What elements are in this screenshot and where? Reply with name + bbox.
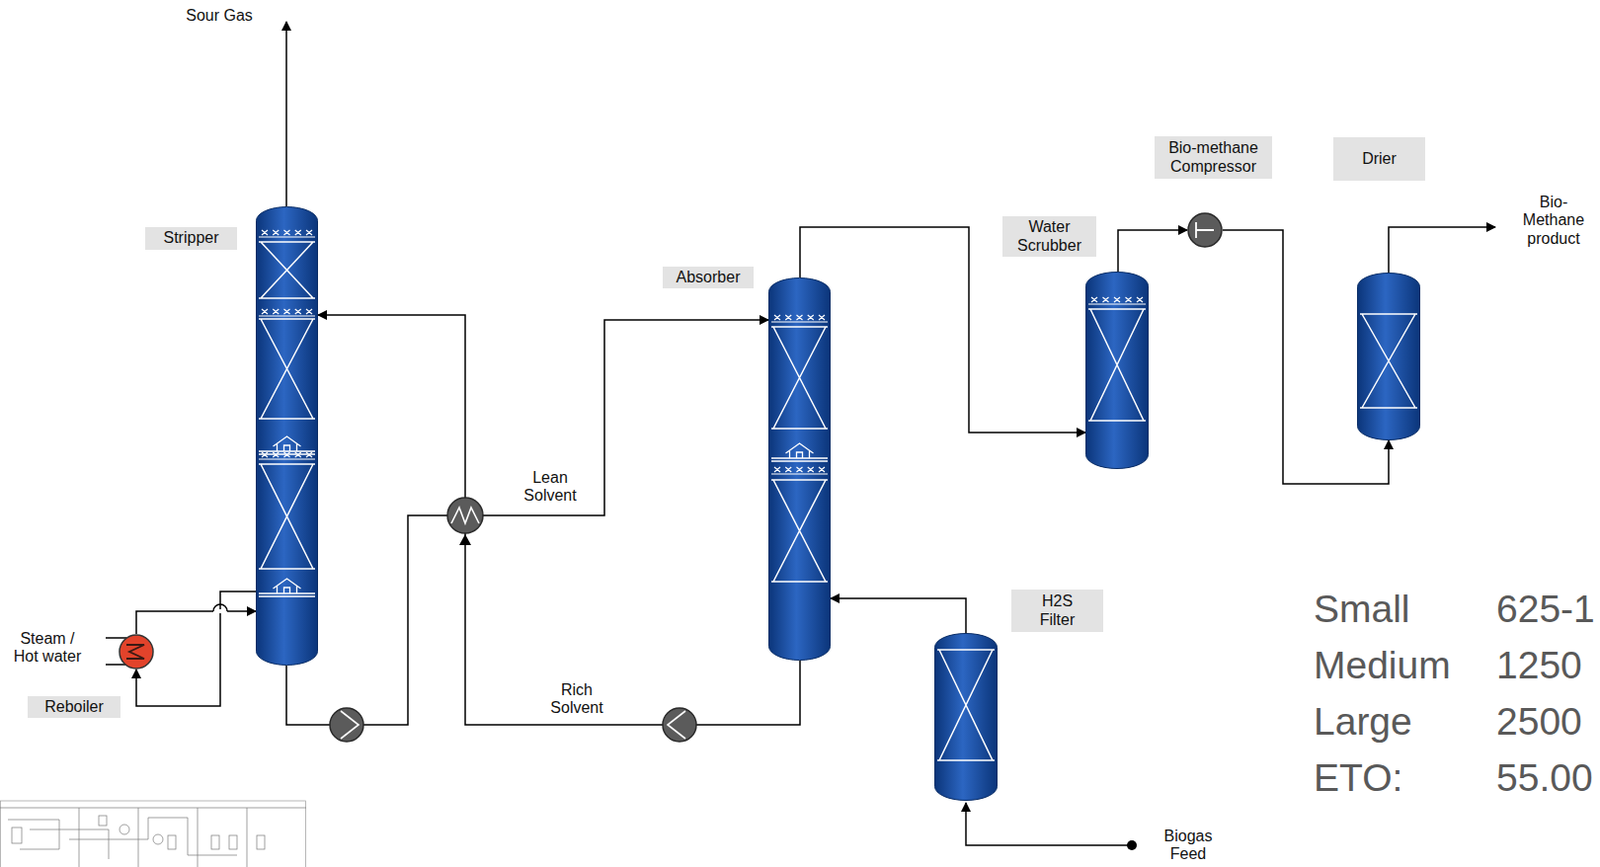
size-value: 625-1 xyxy=(1496,589,1596,629)
line-jump-mask xyxy=(213,609,228,614)
equipment-outline xyxy=(1085,271,1149,470)
pipe-connector xyxy=(800,227,1086,433)
thumbnail-sketch xyxy=(0,800,307,867)
vessel-node: Stripper xyxy=(255,206,319,666)
utility-label: Steam / Hot water xyxy=(7,630,87,667)
pipe-connector xyxy=(318,315,800,725)
vessel-node: Drier xyxy=(1357,272,1421,441)
equipment-label: Absorber xyxy=(662,266,754,289)
size-class: ETO: xyxy=(1313,758,1403,798)
pump-symbol xyxy=(662,708,697,742)
size-value: 55.00 xyxy=(1496,758,1594,798)
size-value: 1250 xyxy=(1496,645,1583,685)
size-class: Medium xyxy=(1313,645,1451,685)
pipe-connector xyxy=(286,320,769,725)
equipment-outline xyxy=(934,633,998,801)
feed-line xyxy=(965,802,1132,846)
compressor-node: Bio-methane Compressor xyxy=(1187,212,1223,248)
pipe-connector xyxy=(1118,230,1188,272)
equipment-label: Drier xyxy=(1333,137,1426,181)
pipe-connector xyxy=(136,611,256,635)
equipment-label: Reboiler xyxy=(27,696,121,719)
equipment-label: H2S Filter xyxy=(1011,589,1104,633)
equipment-outline xyxy=(768,277,831,661)
vessel-node: H2S Filter xyxy=(934,633,998,801)
stream-label: Biogas Feed xyxy=(1155,827,1221,865)
vessel-node: Water Scrubber xyxy=(1085,271,1149,470)
vessel-node: Absorber xyxy=(768,277,831,661)
stream-label: Sour Gas xyxy=(177,6,261,25)
equipment-outline xyxy=(1357,272,1421,441)
stream-label: Lean Solvent xyxy=(520,469,580,506)
equipment-label: Bio-methane Compressor xyxy=(1154,136,1273,179)
equipment-outline xyxy=(118,634,155,670)
flow-arrow xyxy=(459,534,472,546)
size-class: Large xyxy=(1313,702,1413,741)
stream-label: Rich Solvent xyxy=(547,681,607,719)
reboiler-node: Reboiler xyxy=(118,634,155,670)
pump-symbol xyxy=(329,708,364,742)
pipe-connector xyxy=(136,591,256,707)
heat-exchanger-symbol xyxy=(447,497,483,534)
line-jump xyxy=(213,604,228,612)
pipe-connector xyxy=(830,598,966,634)
equipment-outline xyxy=(1187,212,1223,248)
feed-dot xyxy=(1126,840,1137,851)
size-class: Small xyxy=(1313,589,1411,629)
product-line xyxy=(1388,227,1496,273)
sour-gas-line xyxy=(285,21,288,207)
equipment-label: Stripper xyxy=(145,227,238,250)
size-value: 2500 xyxy=(1496,702,1583,741)
equipment-outline xyxy=(255,206,319,666)
equipment-label: Water Scrubber xyxy=(1002,216,1097,257)
stream-label: Bio- Methane product xyxy=(1513,193,1595,248)
